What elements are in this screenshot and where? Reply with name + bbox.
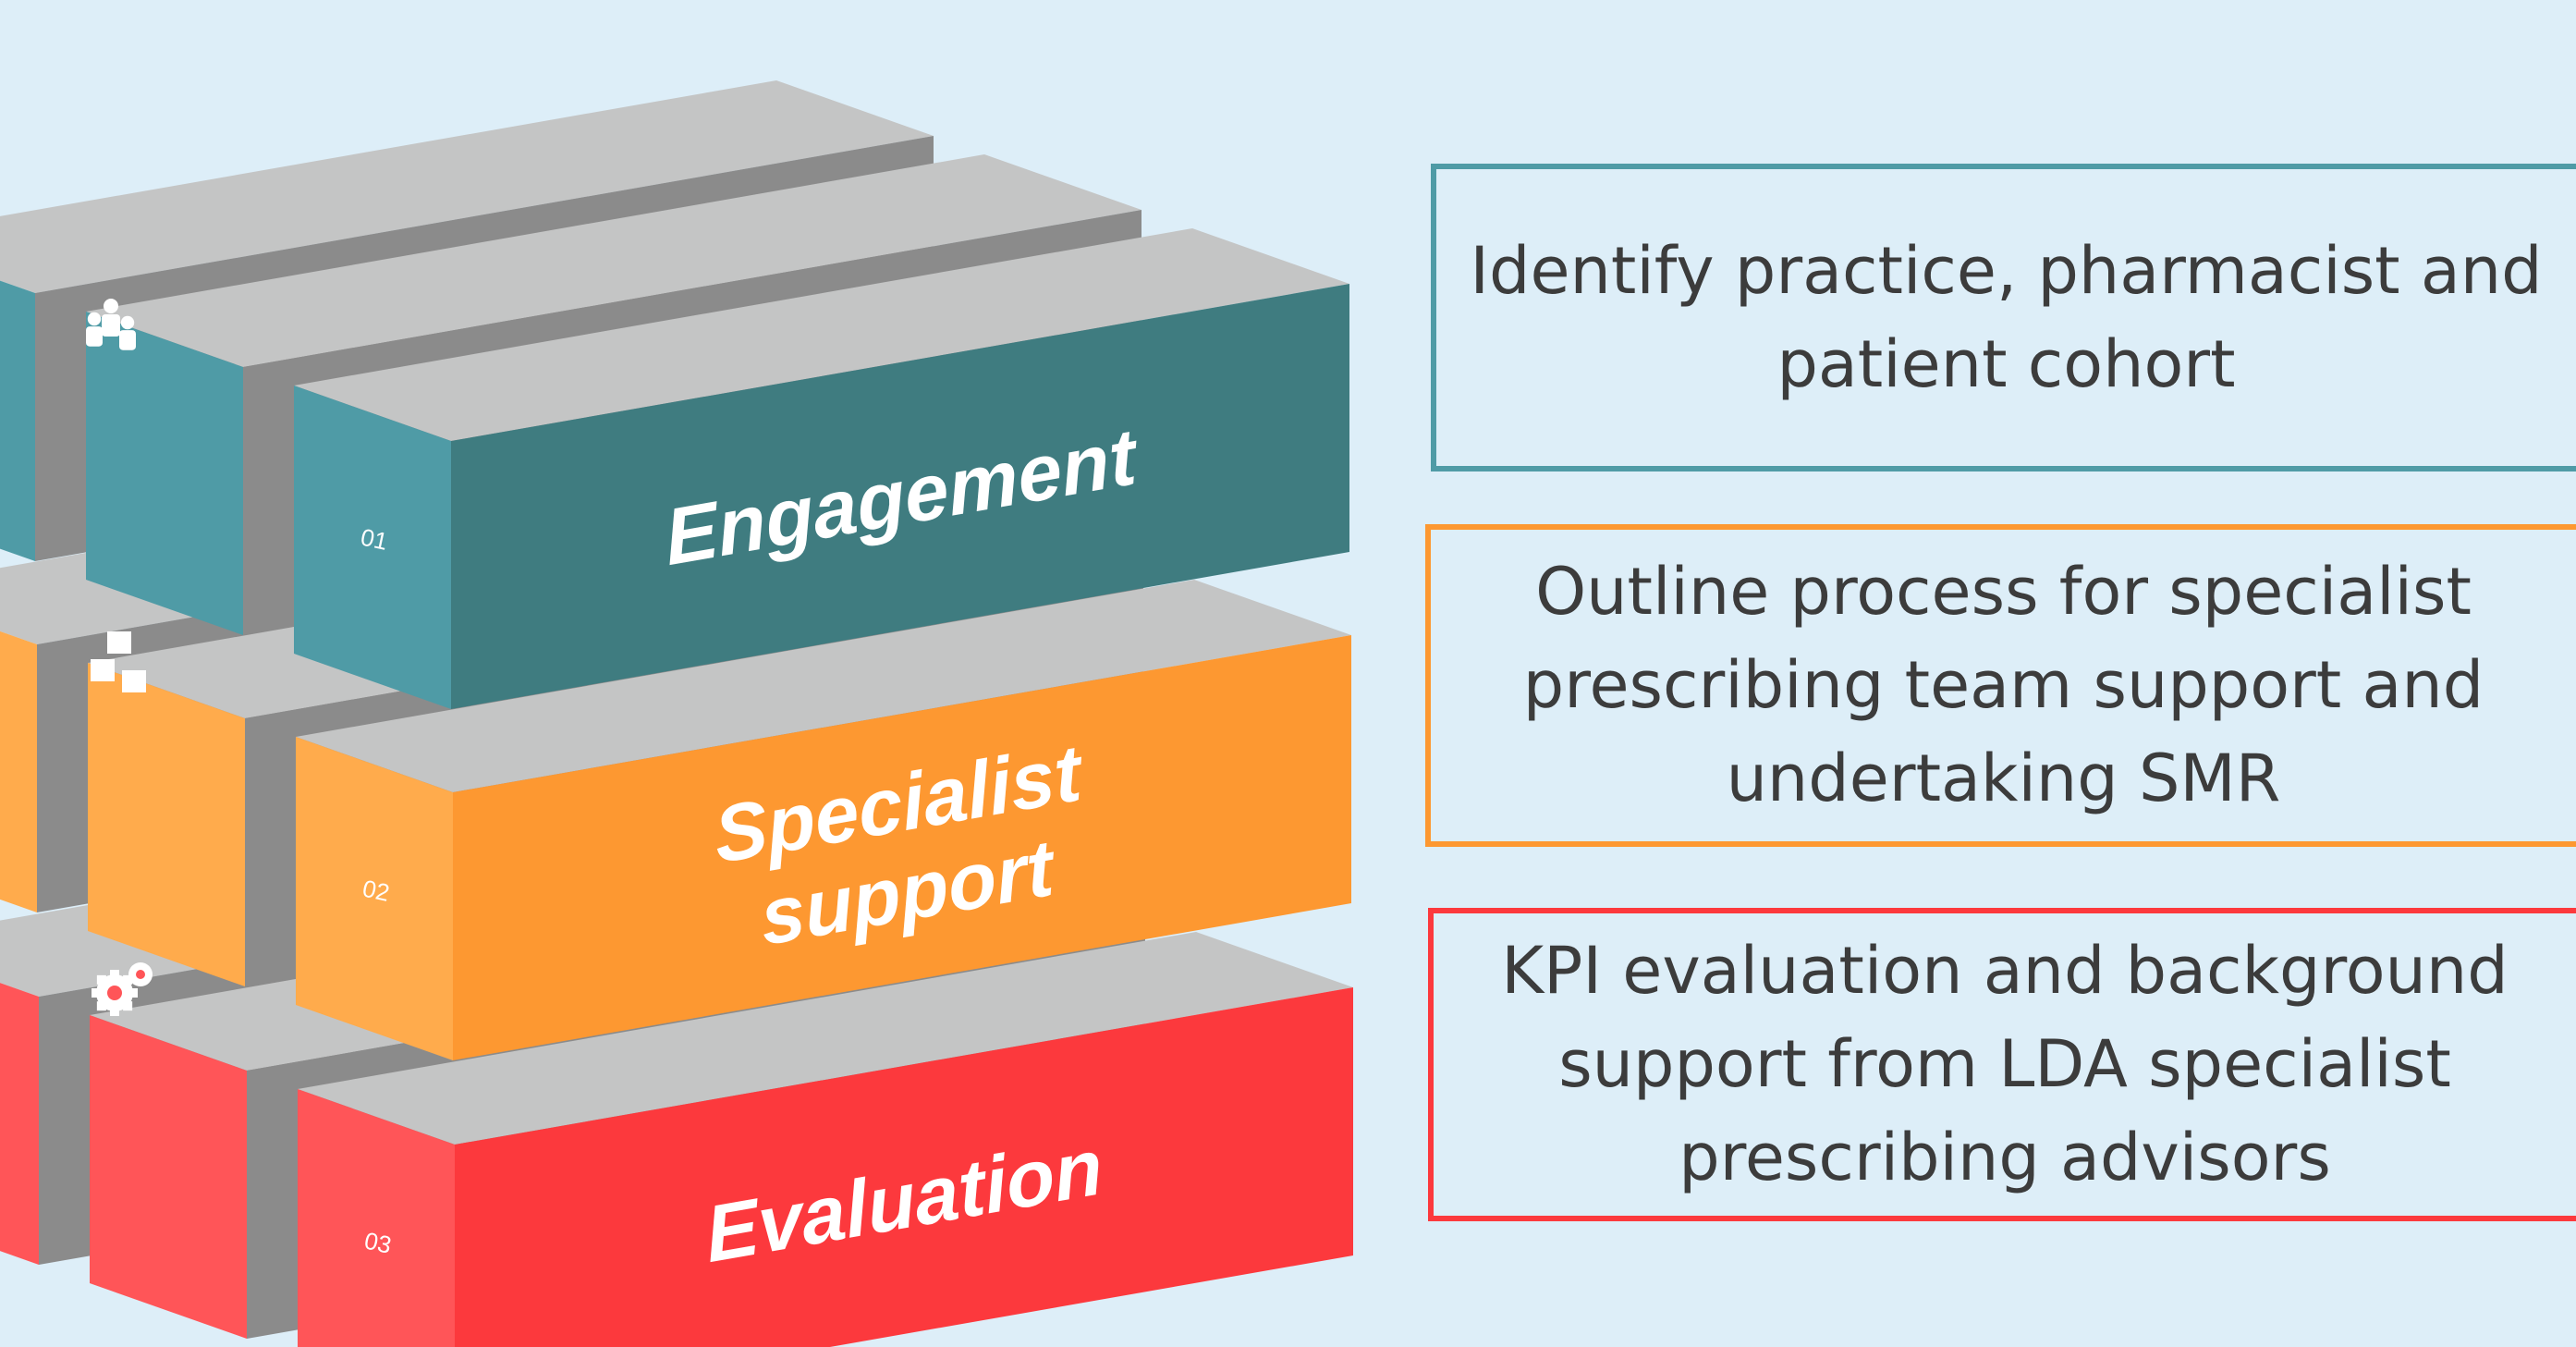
specialist-slab-side (453, 635, 1351, 1060)
engagement-description: Identify practice, pharmacist and patien… (1470, 232, 2543, 402)
person-head (87, 312, 102, 326)
box-left (91, 659, 115, 681)
specialist-slab-3 (296, 580, 1351, 1060)
box-right (122, 670, 146, 692)
box-top (107, 631, 131, 654)
engagement-slab-top (86, 154, 1141, 367)
specialist-description: Outline process for specialist prescribi… (1522, 554, 2484, 816)
gear-tooth (123, 974, 133, 985)
engagement-slab-cap (0, 280, 35, 561)
people-icon (86, 299, 136, 350)
evaluation-description: KPI evaluation and background support fr… (1501, 933, 2509, 1195)
specialist-slab-top (296, 580, 1351, 792)
gear-tooth (96, 1001, 106, 1011)
gear-tooth (92, 988, 101, 998)
evaluation-slab-cap (298, 1089, 455, 1347)
person-body (86, 326, 103, 347)
person-head (120, 315, 135, 330)
boxes-icon (91, 631, 146, 692)
evaluation-slab-side (455, 987, 1353, 1347)
specialist-description-box: Outline process for specialist prescribi… (1425, 524, 2576, 847)
evaluation-slab-cap (90, 1015, 247, 1339)
specialist-slab-cap (88, 663, 245, 986)
person-head (104, 299, 118, 313)
engagement-slab-cap (86, 312, 243, 635)
gear-small-hole (136, 970, 145, 979)
specialist-slab-cap (296, 737, 453, 1060)
evaluation-description-box: KPI evaluation and background support fr… (1428, 908, 2576, 1221)
gear-tooth (128, 988, 138, 998)
engagement-slab-3 (294, 228, 1349, 709)
engagement-number: 01 (359, 523, 391, 556)
evaluation-number: 03 (362, 1227, 395, 1259)
gear-tooth (110, 970, 119, 979)
engagement-description-box: Identify practice, pharmacist and patien… (1431, 164, 2576, 471)
engagement-slab-top (0, 80, 934, 293)
evaluation-slab-cap (0, 983, 39, 1265)
person-body (119, 330, 136, 350)
engagement-slab-top (294, 228, 1349, 441)
gear-large-hole (107, 986, 122, 1000)
gears-icon (92, 962, 153, 1016)
specialist-number: 02 (360, 875, 393, 907)
evaluation-slab-3 (298, 932, 1353, 1347)
engagement-slab-side (451, 284, 1349, 709)
gear-tooth (96, 974, 106, 985)
person-body (102, 314, 120, 337)
specialist-slab-cap (0, 631, 37, 912)
evaluation-slab-top (298, 932, 1353, 1145)
gear-tooth (110, 1007, 119, 1016)
engagement-slab-cap (294, 386, 451, 709)
gear-tooth (123, 1001, 133, 1011)
